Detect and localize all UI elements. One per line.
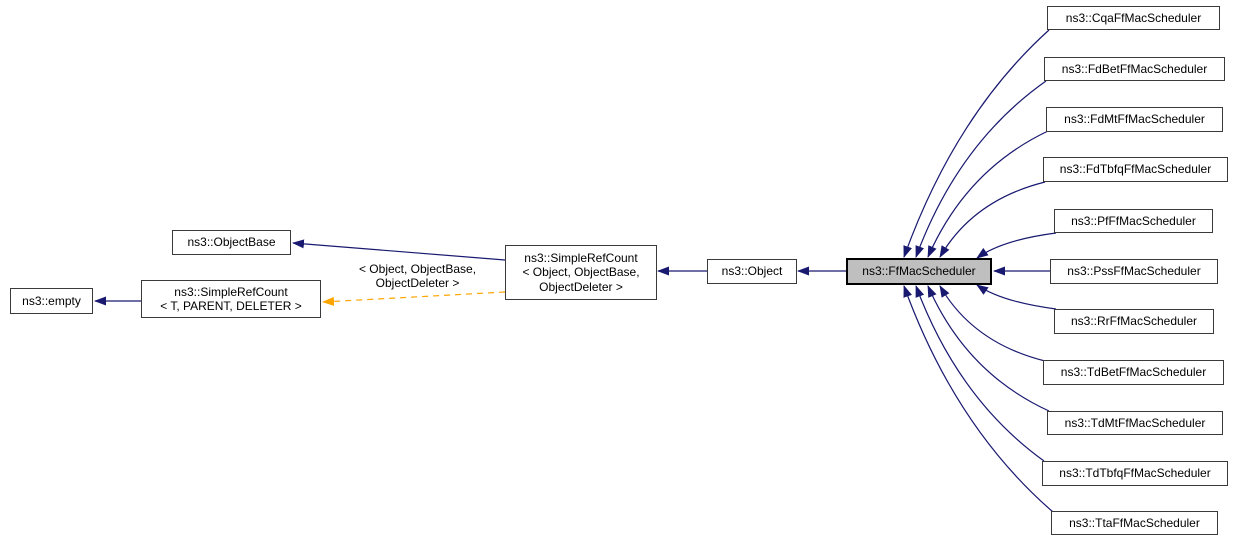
node-ns3-ttaffmacscheduler[interactable]: ns3::TtaFfMacScheduler <box>1051 511 1218 535</box>
edge-fdtbfq-to-ffmacscheduler <box>939 181 1046 258</box>
node-ns3-rrffmacscheduler[interactable]: ns3::RrFfMacScheduler <box>1054 309 1214 334</box>
template-instantiation-label: < Object, ObjectBase, ObjectDeleter > <box>358 262 477 291</box>
node-ns3-tdmtffmacscheduler[interactable]: ns3::TdMtFfMacScheduler <box>1047 411 1223 435</box>
edge-template-instantiation <box>322 291 506 306</box>
node-ns3-fdbetffmacscheduler[interactable]: ns3::FdBetFfMacScheduler <box>1044 57 1225 81</box>
edge-tta-to-ffmacscheduler <box>903 285 1054 513</box>
edge-pf-to-ffmacscheduler <box>976 232 1057 259</box>
node-ns3-pssffmacscheduler[interactable]: ns3::PssFfMacScheduler <box>1050 259 1218 284</box>
node-ns3-object[interactable]: ns3::Object <box>707 259 797 284</box>
node-ns3-tdtbfqffmacscheduler[interactable]: ns3::TdTbfqFfMacScheduler <box>1042 461 1228 486</box>
edge-fdbet-to-ffmacscheduler <box>915 80 1047 258</box>
edge-simplerefcount-object-to-objectbase <box>292 239 506 261</box>
edge-tdbet-to-ffmacscheduler <box>939 285 1046 362</box>
node-ns3-empty[interactable]: ns3::empty <box>10 288 93 314</box>
edge-tdmt-to-ffmacscheduler <box>927 285 1050 412</box>
edge-cqa-to-ffmacscheduler <box>903 29 1050 258</box>
node-ns3-fdtbfqffmacscheduler[interactable]: ns3::FdTbfqFfMacScheduler <box>1043 157 1228 182</box>
node-ns3-cqaffmacscheduler[interactable]: ns3::CqaFfMacScheduler <box>1047 6 1220 30</box>
node-ns3-simplerefcount-template[interactable]: ns3::SimpleRefCount < T, PARENT, DELETER… <box>141 280 321 318</box>
node-ns3-objectbase[interactable]: ns3::ObjectBase <box>172 230 291 255</box>
node-ns3-simplerefcount-object[interactable]: ns3::SimpleRefCount < Object, ObjectBase… <box>505 245 657 300</box>
node-ns3-fdmtffmacscheduler[interactable]: ns3::FdMtFfMacScheduler <box>1046 107 1223 132</box>
node-ns3-pfffmacscheduler[interactable]: ns3::PfFfMacScheduler <box>1054 209 1213 233</box>
node-ns3-ffmacscheduler: ns3::FfMacScheduler <box>846 258 992 285</box>
edge-rr-to-ffmacscheduler <box>976 284 1057 310</box>
edge-fdmt-to-ffmacscheduler <box>927 130 1049 258</box>
edge-tdtbfq-to-ffmacscheduler <box>915 285 1045 462</box>
node-ns3-tdbetffmacscheduler[interactable]: ns3::TdBetFfMacScheduler <box>1043 360 1224 385</box>
